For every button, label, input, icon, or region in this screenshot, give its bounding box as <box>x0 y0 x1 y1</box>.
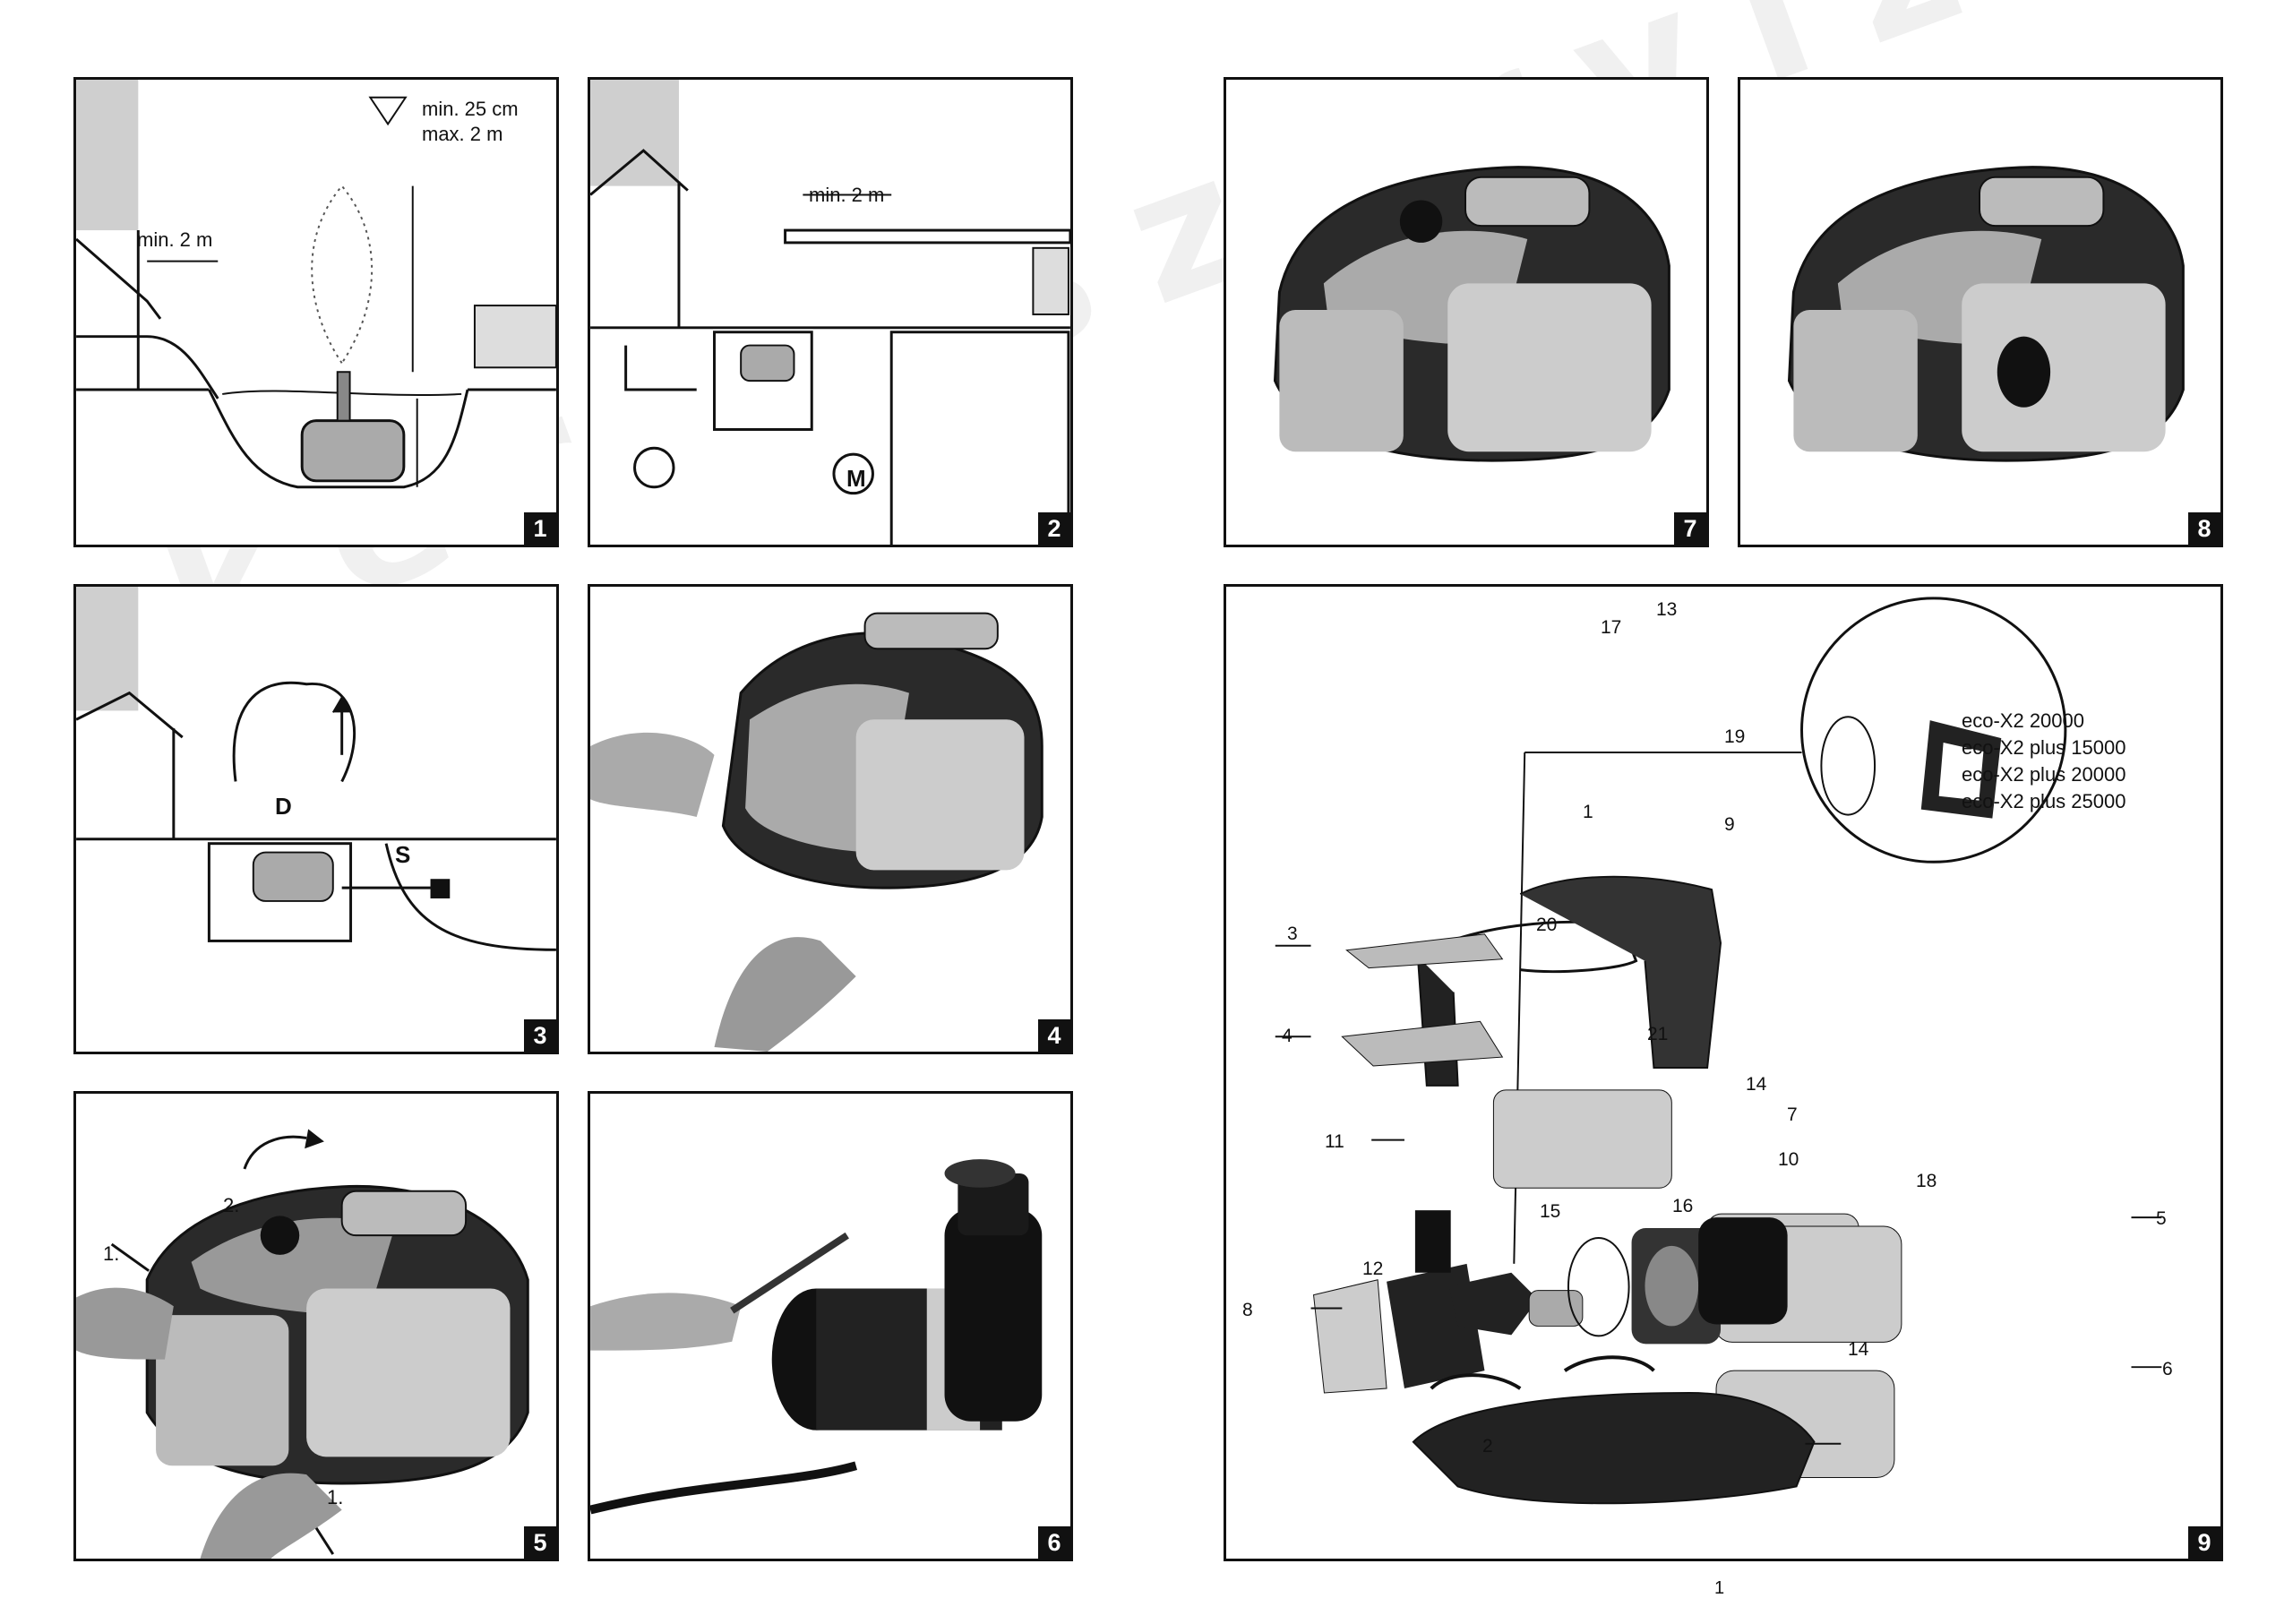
panel-number: 4 <box>1038 1019 1070 1052</box>
panel-1-pond-depth: min. 25 cm max. 2 m min. 2 m 1 <box>73 77 559 547</box>
panel-6-pump-motor: 6 <box>588 1091 1073 1561</box>
callout-14b: 14 <box>1848 1339 1869 1360</box>
callout-11: 11 <box>1325 1131 1344 1152</box>
panel-number: 9 <box>2188 1526 2220 1559</box>
callout-15: 15 <box>1540 1201 1561 1222</box>
callout-20: 20 <box>1536 915 1558 935</box>
callout-19: 19 <box>1724 726 1746 747</box>
distance-label: min. 2 m <box>809 184 885 206</box>
callout-10: 10 <box>1778 1149 1799 1170</box>
exploded-view-illustration <box>1275 597 2162 1505</box>
callout-14: 14 <box>1746 1074 1767 1095</box>
panel-number: 3 <box>524 1019 556 1052</box>
callout-3: 3 <box>1287 924 1298 944</box>
panel-number: 6 <box>1038 1526 1070 1559</box>
panel-5-open-housing: 1. 2. 1. 5 <box>73 1091 559 1561</box>
panel-number: 5 <box>524 1526 556 1559</box>
model-item: eco-X2 plus 20000 <box>1962 763 2126 786</box>
panel-number: 1 <box>524 512 556 545</box>
callout-7: 7 <box>1787 1104 1798 1125</box>
callout-5: 5 <box>2156 1208 2167 1229</box>
panel-number: 2 <box>1038 512 1070 545</box>
pump-motor-illustration <box>590 1159 1043 1515</box>
step1-top-label: 1. <box>103 1242 120 1265</box>
depth-max-label: max. 2 m <box>422 123 503 145</box>
distance-label: min. 2 m <box>137 228 213 251</box>
panel-2-dry-installation: min. 2 m M 2 <box>588 77 1073 547</box>
motor-symbol-label: M <box>846 465 866 492</box>
callout-16: 16 <box>1672 1196 1694 1216</box>
callout-8: 8 <box>1242 1300 1253 1320</box>
callout-6: 6 <box>2162 1359 2173 1379</box>
remove-filter-illustration <box>590 612 1043 1052</box>
model-list: eco-X2 20000 eco-X2 plus 15000 eco-X2 pl… <box>1962 708 2126 815</box>
panel-8-pump-with-side-outlet: 8 <box>1738 77 2223 547</box>
callout-2: 2 <box>1482 1436 1493 1456</box>
callout-12: 12 <box>1362 1259 1384 1279</box>
panel-number: 7 <box>1674 512 1706 545</box>
pond-depth-illustration <box>76 80 556 489</box>
callout-4: 4 <box>1282 1026 1292 1046</box>
pump-top-outlet-illustration <box>1273 166 1670 462</box>
callout-9: 9 <box>1724 814 1735 835</box>
model-item: eco-X2 plus 15000 <box>1962 736 2126 759</box>
discharge-label: D <box>275 793 292 820</box>
model-item: eco-X2 plus 25000 <box>1962 790 2126 812</box>
dry-installation-illustration <box>590 80 1070 545</box>
callout-18: 18 <box>1916 1171 1937 1191</box>
page-number: 1 <box>1714 1578 1725 1598</box>
callout-1: 1 <box>1583 802 1593 822</box>
model-item: eco-X2 20000 <box>1962 709 2084 732</box>
panel-3-stream-installation: D S 3 <box>73 584 559 1054</box>
suction-label: S <box>395 841 411 868</box>
panel-number: 8 <box>2188 512 2220 545</box>
stream-installation-illustration <box>76 587 556 951</box>
step2-label: 2. <box>223 1194 240 1216</box>
pump-side-outlet-illustration <box>1787 166 2185 462</box>
callout-17: 17 <box>1601 617 1622 638</box>
panel-9-exploded-view: 17 13 19 1 9 3 20 4 21 14 7 11 18 10 15 … <box>1224 584 2223 1561</box>
depth-min-label: min. 25 cm <box>422 98 519 120</box>
panel-4-remove-filter: 4 <box>588 584 1073 1054</box>
callout-13: 13 <box>1656 599 1678 620</box>
callout-21: 21 <box>1647 1024 1669 1044</box>
step1-bottom-label: 1. <box>327 1486 344 1508</box>
panel-7-pump-with-top-outlet: 7 <box>1224 77 1709 547</box>
open-housing-illustration <box>76 1129 529 1559</box>
